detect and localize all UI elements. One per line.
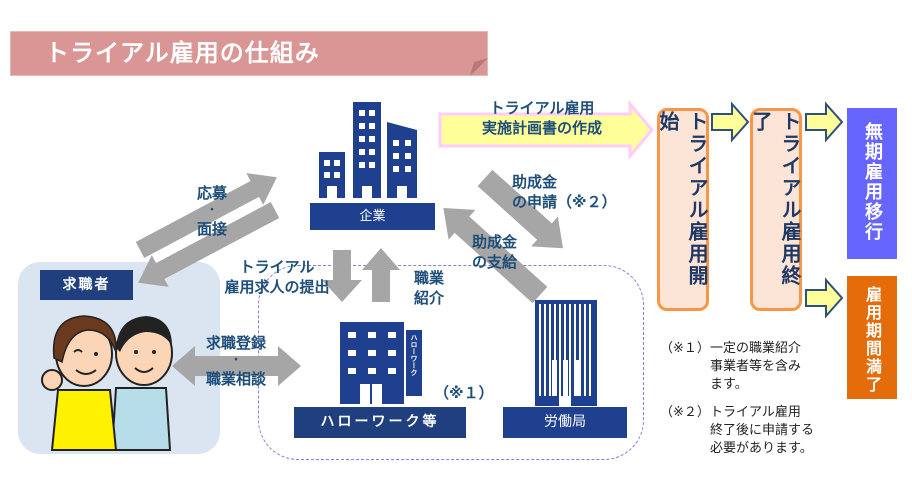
page-title: トライアル雇用の仕組み	[45, 39, 320, 67]
subsidy-payment-line1: 助成金	[472, 233, 518, 251]
hellowork-building-icon	[340, 322, 422, 404]
subsidy-payment-label: 助成金 の支給	[472, 232, 517, 272]
subsidy-application-label: 助成金 の申請（※２）	[512, 172, 617, 212]
referral-line1: 職業	[414, 269, 445, 287]
hellowork-label: ハローワーク等	[294, 407, 466, 438]
company-label: 企業	[310, 203, 435, 230]
employment-expiry-text: 雇用期間満了	[863, 286, 882, 394]
plan-arrow	[438, 99, 654, 161]
apply-label: 応募	[196, 184, 227, 202]
subsidy-application-arrow	[477, 169, 564, 249]
job-offer-label: トライアル 雇用求人の提出	[212, 257, 342, 297]
registration-line2: 職業相談	[205, 370, 266, 388]
flow-arrow-3	[805, 277, 844, 319]
note1-marker: （※１）	[434, 384, 494, 402]
page-curl-icon	[470, 58, 488, 76]
labor-bureau-label: 労働局	[503, 407, 627, 438]
separator-dot: ・	[231, 355, 241, 366]
referral-label: 職業 紹介	[414, 268, 444, 308]
plan-label-line2: 実施計画書の作成	[481, 119, 602, 137]
job-offer-arrow	[322, 250, 362, 302]
trial-end-stage: トライアル雇用終了	[749, 108, 802, 311]
footnote-1-line: 事業者等を含み	[710, 359, 802, 374]
trial-start-stage: トライアル雇用開始	[656, 108, 709, 311]
referral-line2: 紹介	[414, 289, 445, 307]
interview-label: 面接	[196, 220, 227, 238]
flow-arrow-1	[711, 101, 750, 143]
permanent-employment-box: 無期雇用移行	[847, 108, 897, 259]
registration-arrow	[172, 346, 301, 386]
referral-arrow	[362, 248, 400, 302]
subsidy-application-line1: 助成金	[512, 173, 558, 191]
hellowork-sign: ハローワーク	[410, 334, 418, 376]
plan-label-line1: トライアル雇用	[489, 99, 595, 117]
response-arrow	[138, 202, 280, 287]
footnote-1-line: 一定の職業紹介	[710, 341, 802, 356]
company-building-icon	[319, 102, 417, 198]
separator-dot: ・	[207, 205, 217, 216]
employment-expiry-box: 雇用期間満了	[847, 276, 897, 399]
trial-end-text: トライアル雇用終了	[749, 111, 802, 287]
labor-bureau-building-icon	[535, 300, 597, 406]
permanent-employment-text: 無期雇用移行	[862, 122, 883, 242]
job-offer-line1: トライアル	[239, 258, 315, 276]
footnote-2-line: トライアル雇用	[710, 405, 801, 420]
footnote-1-line: ます。	[710, 377, 748, 392]
apply-interview-label: 応募 ・ 面接	[192, 184, 232, 238]
footnote-2-line: 必要があります。	[710, 441, 813, 456]
registration-line1: 求職登録	[205, 334, 266, 352]
job-seekers-illustration	[41, 315, 173, 451]
apply-arrow	[135, 173, 277, 258]
job-seeker-label: 求職者	[40, 270, 133, 300]
footnote-2: （※２） トライアル雇用 終了後に申請する 必要があります。	[660, 404, 814, 458]
trial-start-text: トライアル雇用開始	[656, 111, 709, 287]
footnote-1-marker: （※１）	[660, 341, 710, 356]
job-offer-line2: 雇用求人の提出	[224, 278, 330, 296]
footnote-2-line: 終了後に申請する	[710, 423, 815, 438]
flow-arrow-2	[805, 101, 844, 143]
subsidy-payment-arrow	[443, 208, 548, 304]
title-banner	[10, 31, 488, 76]
plan-label: トライアル雇用 実施計画書の作成	[452, 98, 632, 138]
footnote-2-marker: （※２）	[660, 405, 710, 420]
registration-label: 求職登録 ・ 職業相談	[196, 334, 276, 388]
subsidy-application-line2: の申請（※２）	[512, 193, 617, 211]
footnote-1: （※１） 一定の職業紹介 事業者等を含み ます。	[660, 340, 801, 394]
subsidy-payment-line2: の支給	[472, 253, 518, 271]
